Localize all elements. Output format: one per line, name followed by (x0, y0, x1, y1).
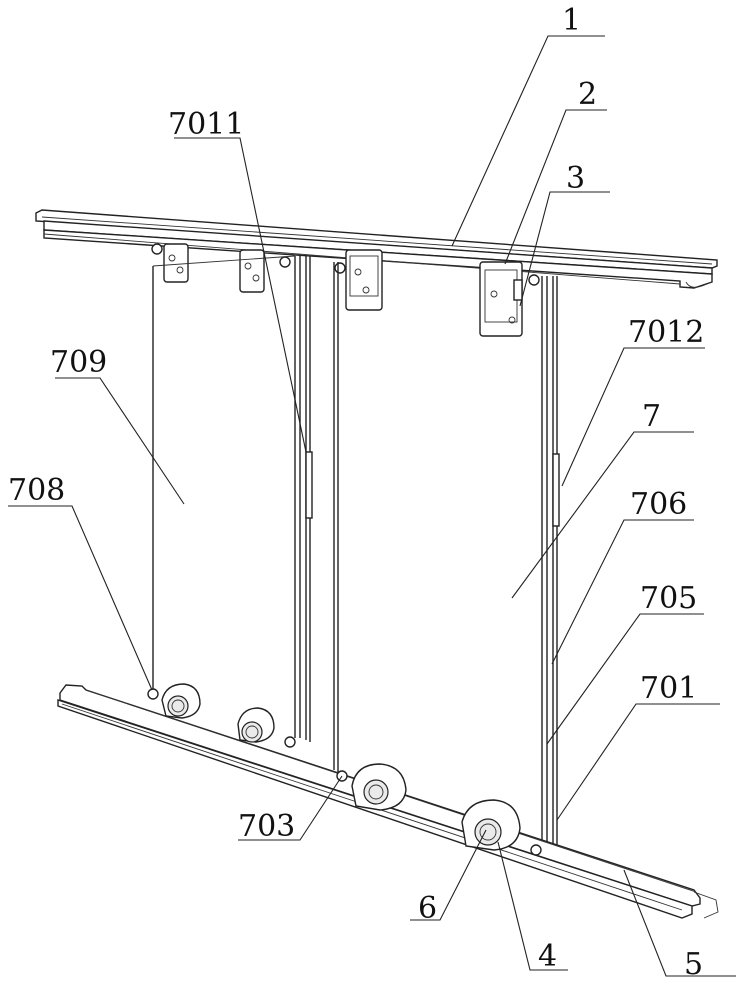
hanger-bracket-3 (335, 250, 382, 310)
label-709: 709 (50, 345, 107, 380)
door-panel-left (153, 256, 312, 742)
hanger-bracket-1 (152, 244, 188, 282)
label-705: 705 (640, 581, 697, 616)
callout-labels: 1 2 3 7011 7012 7 709 708 706 705 701 70… (8, 3, 704, 982)
label-7: 7 (642, 399, 661, 434)
hanger-bracket-4 (480, 262, 539, 336)
label-7012: 7012 (628, 315, 704, 350)
label-1: 1 (562, 3, 581, 38)
label-706: 706 (630, 487, 687, 522)
label-3: 3 (566, 161, 585, 196)
leader-lines (8, 36, 736, 976)
label-708: 708 (8, 473, 65, 508)
label-701: 701 (640, 671, 697, 706)
label-4: 4 (538, 939, 557, 974)
label-703: 703 (238, 809, 295, 844)
door-panel-right (334, 262, 559, 852)
label-7011: 7011 (168, 107, 244, 142)
label-6: 6 (418, 891, 437, 926)
label-2: 2 (578, 77, 597, 112)
label-5: 5 (684, 947, 703, 982)
roller-2 (238, 708, 295, 747)
